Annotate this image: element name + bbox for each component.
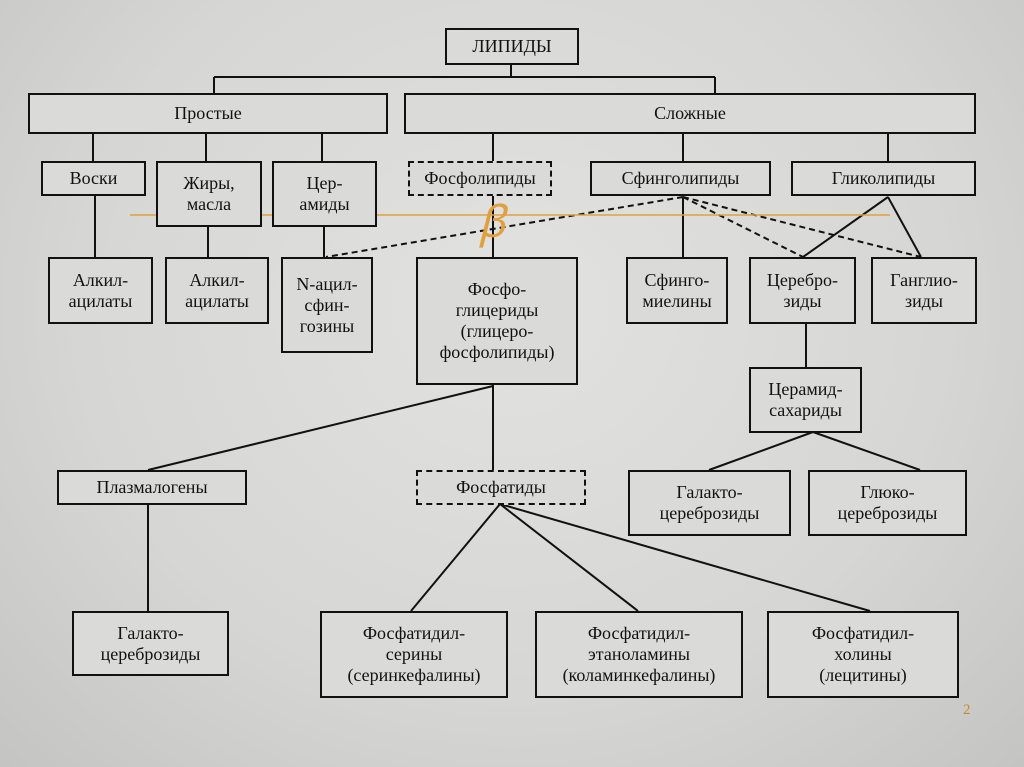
node-galactocerebrosides-right: Галакто- цереброзиды (628, 470, 791, 536)
node-glycolipids: Гликолипиды (791, 161, 976, 196)
node-phospholipids: Фосфолипиды (408, 161, 552, 196)
node-fats: Жиры, масла (156, 161, 262, 227)
node-sphingomyelins: Сфинго- миелины (626, 257, 728, 324)
node-plasmalogens: Плазмалогены (57, 470, 247, 505)
node-phosphatidylethanolamines: Фосфатидил- этаноламины (коламинкефалины… (535, 611, 743, 698)
node-lipids: ЛИПИДЫ (445, 28, 579, 65)
node-n-acyl-sphingosines: N-ацил- сфин- гозины (281, 257, 373, 353)
page-number: 2 (963, 702, 971, 718)
node-phosphatides: Фосфатиды (416, 470, 586, 505)
node-glucocerebrosides: Глюко- цереброзиды (808, 470, 967, 536)
node-alkyl-acylates-1: Алкил- ацилаты (48, 257, 153, 324)
node-gangliosides: Ганглио- зиды (871, 257, 977, 324)
node-galactocerebrosides-left: Галакто- цереброзиды (72, 611, 229, 676)
node-complex: Сложные (404, 93, 976, 134)
node-ceramides: Цер- амиды (272, 161, 377, 227)
node-cerebrosides: Церебро- зиды (749, 257, 856, 324)
node-phosphatidylcholines: Фосфатидил- холины (лецитины) (767, 611, 959, 698)
node-simple: Простые (28, 93, 388, 134)
node-phosphatidylserines: Фосфатидил- серины (серинкефалины) (320, 611, 508, 698)
node-sphingolipids: Сфинголипиды (590, 161, 771, 196)
node-alkyl-acylates-2: Алкил- ацилаты (165, 257, 269, 324)
node-ceramide-saccharides: Церамид- сахариды (749, 367, 862, 433)
decorative-logo-icon: ꞵ (478, 198, 506, 247)
node-waxes: Воски (41, 161, 146, 196)
node-phosphoglycerides: Фосфо- глицериды (глицеро- фосфолипиды) (416, 257, 578, 385)
